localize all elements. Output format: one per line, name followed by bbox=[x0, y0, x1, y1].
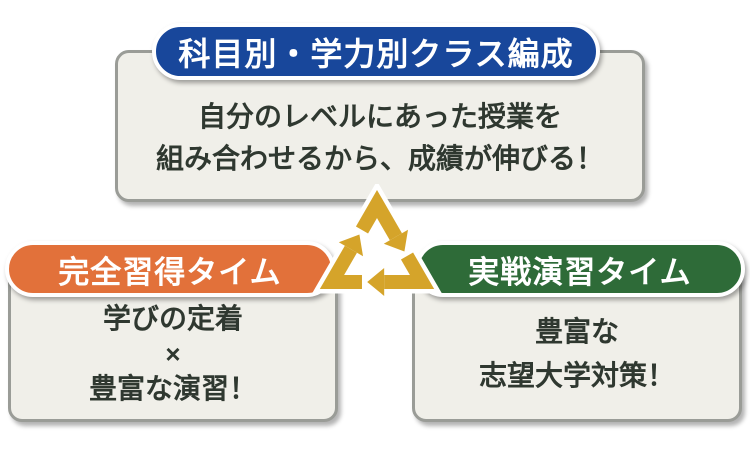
practice-time-title: 実戦演習タイム bbox=[468, 254, 692, 290]
cycle-arrows-icon bbox=[305, 184, 449, 328]
class-organization-body-line-1: 自分のレベルにあった授業を bbox=[197, 101, 562, 132]
practice-time-body: 豊富な 志望大学対策！ bbox=[415, 270, 739, 398]
class-organization-title-pill: 科目別・学力別クラス編成 bbox=[152, 23, 600, 80]
class-organization-body-line-2: 組み合わせるから、成績が伸びる！ bbox=[155, 143, 604, 174]
class-organization-body: 自分のレベルにあった授業を 組み合わせるから、成績が伸びる！ bbox=[118, 53, 642, 180]
practice-time-body-line-1: 豊富な bbox=[534, 316, 619, 347]
mastery-time-body-line-1: 学びの定着 bbox=[102, 303, 243, 334]
practice-time-title-pill: 実戦演習タイム bbox=[415, 241, 745, 297]
mastery-time-title-pill: 完全習得タイム bbox=[5, 241, 335, 297]
mastery-time-body: 学びの定着 × 豊富な演習！ bbox=[11, 270, 335, 408]
mastery-time-title: 完全習得タイム bbox=[58, 254, 282, 290]
practice-time-body-line-2: 志望大学対策！ bbox=[478, 360, 675, 391]
mastery-time-body-line-2: 豊富な演習！ bbox=[88, 373, 257, 404]
multiply-symbol: × bbox=[165, 339, 181, 369]
class-organization-title: 科目別・学力別クラス編成 bbox=[178, 35, 574, 72]
